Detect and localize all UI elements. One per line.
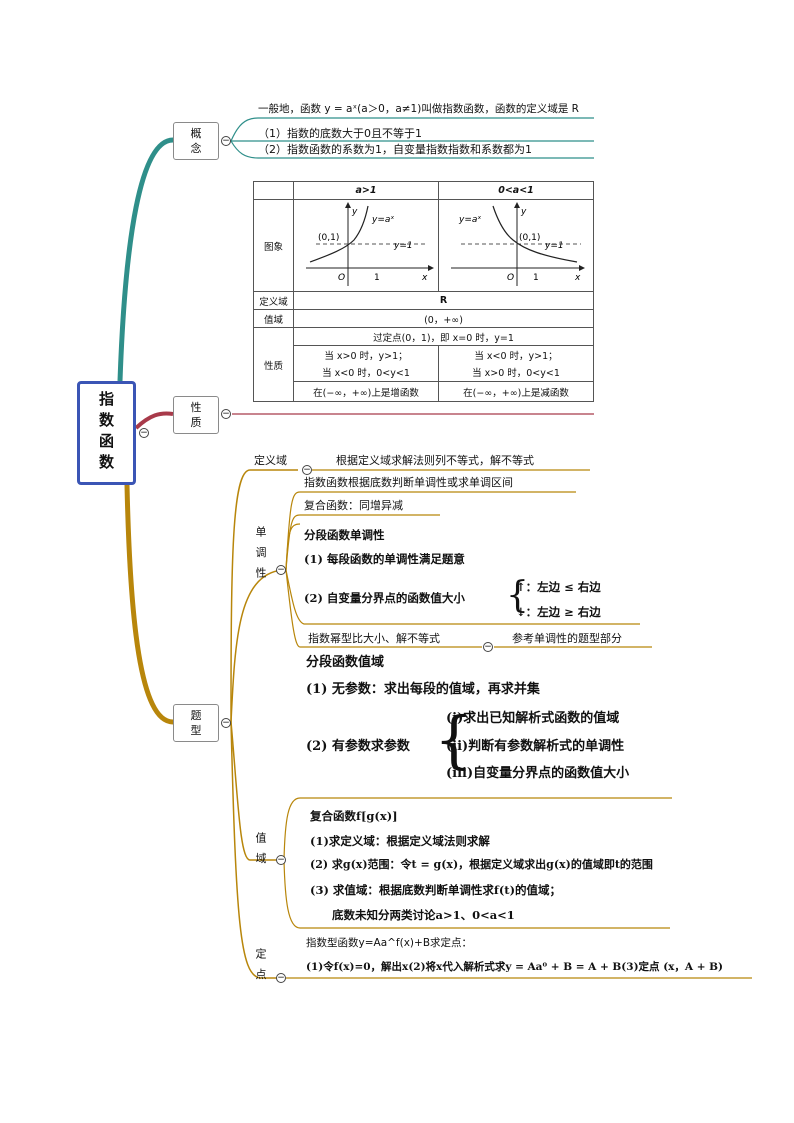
mono-piecewise-1: (1) 每段函数的单调性满足题意 xyxy=(304,552,465,566)
root-node[interactable]: 指数函数 xyxy=(77,381,136,485)
fixed-label-text: 定 点 xyxy=(254,948,267,983)
domain-label[interactable]: 定义域 xyxy=(254,454,287,467)
graph-b-origin: O xyxy=(507,273,514,283)
graph-a-asym: y=1 xyxy=(393,241,413,251)
graph-b-func: y=aˣ xyxy=(458,215,481,225)
mono-brace: { xyxy=(506,575,529,616)
a-gt-1-y-lt-1: 当 x<0 时，0<y<1 xyxy=(293,363,439,382)
range-label-text: 值 域 xyxy=(254,832,267,867)
range-brace: { xyxy=(434,703,474,776)
range-step-ii: (ii)判断有参数解析式的单调性 xyxy=(446,739,625,754)
graph-b-x-label: x xyxy=(574,273,581,283)
range-step-iii: (iii)自变量分界点的函数值大小 xyxy=(446,766,630,781)
a-gt-1-monotonic: 在(−∞，+∞)上是增函数 xyxy=(293,381,439,402)
range-composite-4: 底数未知分两类讨论a>1、0<a<1 xyxy=(332,908,515,922)
concept-note-2: （2）指数函数的系数为1，自变量指数指数和系数都为1 xyxy=(258,143,532,156)
fixed-text: (1)令f(x)=0，解出x(2)将x代入解析式求y = Aa⁰ + B = A… xyxy=(306,961,724,973)
mono-compare-ref: 参考单调性的题型部分 xyxy=(512,632,622,645)
concept-note-1: （1）指数的底数大于0且不等于1 xyxy=(258,127,422,140)
property-table: a>1 0<a<1 图象 y y=aˣ (0,1) y=1 O 1 x xyxy=(253,181,594,402)
row-label-props: 性质 xyxy=(253,327,294,402)
graph-b-y-label: y xyxy=(520,207,527,217)
mono-compare-collapse-toggle[interactable]: − xyxy=(483,642,493,652)
concept-node[interactable]: 概 念 xyxy=(173,122,219,160)
types-collapse-toggle[interactable]: − xyxy=(221,718,231,728)
fixed-collapse-toggle[interactable]: − xyxy=(276,973,286,983)
a-gt-1-y-gt-1: 当 x>0 时，y>1； xyxy=(293,345,439,364)
row-label-range: 值域 xyxy=(253,309,294,328)
concept-definition: 一般地，函数 y = aˣ(a＞0，a≠1)叫做指数函数，函数的定义域是 R xyxy=(258,103,579,115)
root-collapse-toggle[interactable]: − xyxy=(139,428,149,438)
row-label-domain: 定义域 xyxy=(253,291,294,310)
fixed-point-value: 过定点(0，1)，即 x=0 时，y=1 xyxy=(293,327,594,346)
mono-piecewise-2: (2) 自变量分界点的函数值大小 xyxy=(304,591,465,605)
range-label[interactable]: 值 域 xyxy=(252,832,268,867)
mono-increasing-rule: ↑：左边 ≤ 右边 xyxy=(516,580,601,594)
range-composite-3: (3) 求值域：根据底数判断单调性求f(t)的值域； xyxy=(310,883,562,897)
mono-label-text: 单 调 性 xyxy=(254,526,267,581)
col-header-a-gt-1: a>1 xyxy=(293,181,439,200)
range-composite-title: 复合函数f[g(x)] xyxy=(310,809,398,823)
graph-b-one: 1 xyxy=(533,273,539,283)
range-step-i: (i)求出已知解析式函数的值域 xyxy=(446,711,620,726)
mono-decreasing-rule: ↓：左边 ≥ 右边 xyxy=(516,605,601,619)
a-lt-1-y-gt-1: 当 x<0 时，y>1； xyxy=(438,345,594,364)
mono-item-composite: 复合函数：同增异减 xyxy=(304,499,403,512)
mono-piecewise-title: 分段函数单调性 xyxy=(304,528,385,542)
table-corner xyxy=(253,181,294,200)
graph-a-y-label: y xyxy=(351,207,358,217)
graph-decreasing: y y=aˣ (0,1) y=1 O 1 x xyxy=(451,202,585,286)
domain-value: R xyxy=(293,291,594,310)
domain-collapse-toggle[interactable]: − xyxy=(302,465,312,475)
graph-increasing: y y=aˣ (0,1) y=1 O 1 x xyxy=(306,202,434,286)
concept-collapse-toggle[interactable]: − xyxy=(221,136,231,146)
mono-item-basic: 指数函数根据底数判断单调性或求单调区间 xyxy=(304,476,513,489)
root-title: 指数函数 xyxy=(97,391,115,475)
graph-a-x-label: x xyxy=(421,273,428,283)
col-header-a-lt-1: 0<a<1 xyxy=(438,181,594,200)
range-value: (0，+∞) xyxy=(293,309,594,328)
domain-text: 根据定义域求解法则列不等式，解不等式 xyxy=(336,454,534,467)
graph-a-lt-1: y y=aˣ (0,1) y=1 O 1 x xyxy=(438,199,594,292)
property-node[interactable]: 性 质 xyxy=(173,396,219,434)
mono-collapse-toggle[interactable]: − xyxy=(276,565,286,575)
mono-label[interactable]: 单 调 性 xyxy=(252,526,268,581)
range-piecewise-title: 分段函数值域 xyxy=(306,655,385,670)
types-node[interactable]: 题 型 xyxy=(173,704,219,742)
row-label-graph: 图象 xyxy=(253,199,294,292)
range-with-param: (2) 有参数求参数 xyxy=(306,739,410,754)
mono-compare: 指数幂型比大小、解不等式 xyxy=(308,632,440,645)
graph-a-point: (0,1) xyxy=(318,233,339,243)
fixed-label[interactable]: 定 点 xyxy=(252,948,268,983)
property-collapse-toggle[interactable]: − xyxy=(221,409,231,419)
graph-a-func: y=aˣ xyxy=(371,215,394,225)
graph-a-gt-1: y y=aˣ (0,1) y=1 O 1 x xyxy=(293,199,439,292)
range-composite-1: (1)求定义域：根据定义域法则求解 xyxy=(310,834,490,848)
range-no-param: (1) 无参数：求出每段的值域，再求并集 xyxy=(306,682,540,697)
graph-a-one: 1 xyxy=(374,273,380,283)
range-collapse-toggle[interactable]: − xyxy=(276,855,286,865)
a-lt-1-y-lt-1: 当 x>0 时，0<y<1 xyxy=(438,363,594,382)
graph-a-origin: O xyxy=(338,273,345,283)
range-composite-2: (2) 求g(x)范围：令t = g(x)，根据定义域求出g(x)的值域即t的范… xyxy=(310,858,653,871)
graph-b-asym: y=1 xyxy=(544,241,564,251)
a-lt-1-monotonic: 在(−∞，+∞)上是减函数 xyxy=(438,381,594,402)
fixed-title: 指数型函数y=Aa^f(x)+B求定点： xyxy=(306,937,473,949)
graph-b-point: (0,1) xyxy=(519,233,540,243)
